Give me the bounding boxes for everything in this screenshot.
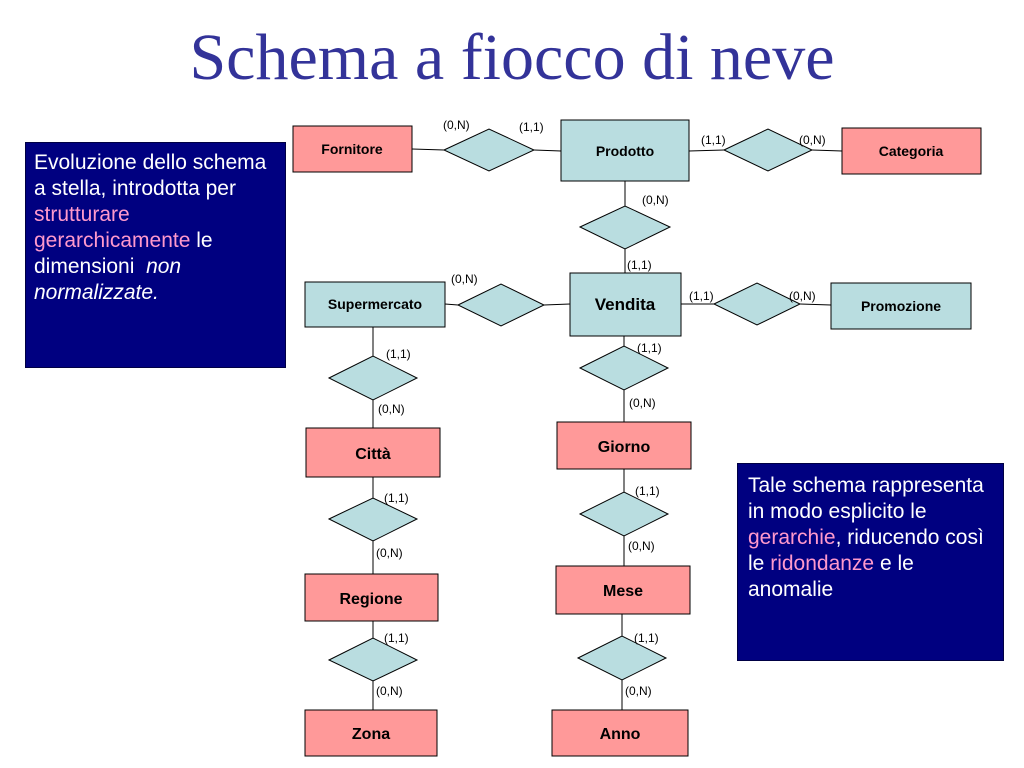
cardinality-label: (0,N) [378, 402, 405, 416]
entity-zona-box [304, 709, 438, 757]
relationship-regione-zona [327, 637, 419, 682]
cardinality-label: (1,1) [627, 258, 652, 272]
right-note-highlight-gerarchie: gerarchie [748, 526, 836, 550]
left-note-highlight: strutturare gerarchicamente [34, 203, 191, 253]
cardinality-label: (0,N) [376, 684, 403, 698]
cardinality-label: (1,1) [386, 347, 411, 361]
cardinality-label: (1,1) [384, 631, 409, 645]
right-note-box: Tale schema rappresenta in modo esplicit… [737, 463, 1004, 661]
entity-supermercato-label: Supermercato [328, 296, 422, 312]
left-note-italic: non normalizzate. [34, 255, 182, 305]
left-note-text-2: le dimensioni [34, 229, 213, 279]
entity-anno-box [551, 709, 689, 757]
cardinality-label: (1,1) [689, 289, 714, 303]
entity-regione-label: Regione [339, 591, 402, 608]
cardinality-label: (0,N) [451, 272, 478, 286]
cardinality-labels: (0,N) (1,1) (1,1) (0,N) (0,N) (1,1) (0,N… [376, 118, 826, 698]
entity-citta-label: Città [355, 446, 391, 463]
cardinality-label: (1,1) [701, 133, 726, 147]
entity-giorno-box [556, 421, 692, 470]
right-note-highlight-ridondanze: ridondanze [770, 552, 875, 576]
relationship-vendita-promozione [712, 282, 802, 326]
relationship-supermercato-citta [327, 355, 419, 401]
cardinality-label: (0,N) [376, 546, 403, 560]
connector-lines [372, 148, 843, 710]
cardinality-label: (0,N) [642, 193, 669, 207]
relationship-fornitore-prodotto [442, 128, 536, 172]
cardinality-label: (1,1) [634, 631, 659, 645]
cardinality-label: (1,1) [637, 341, 662, 355]
entity-fornitore-label: Fornitore [321, 141, 383, 157]
entity-supermercato-box [304, 281, 446, 328]
right-note-text-2: , riducendo così le [748, 526, 984, 576]
entity-zona-label: Zona [352, 726, 390, 743]
relationship-diamonds [327, 128, 814, 682]
relationship-mese-anno [576, 635, 668, 681]
relationship-vendita-giorno [578, 345, 670, 391]
cardinality-label: (0,N) [789, 289, 816, 303]
entity-labels: Fornitore Prodotto Categoria Supermercat… [321, 141, 943, 743]
cardinality-label: (1,1) [519, 120, 544, 134]
relationship-citta-regione [327, 497, 419, 542]
relationship-supermercato-vendita [456, 283, 546, 327]
cardinality-label: (0,N) [629, 396, 656, 410]
entity-citta-box [305, 427, 441, 478]
cardinality-label: (0,N) [443, 118, 470, 132]
entity-prodotto-box [560, 119, 690, 182]
entity-promozione-label: Promozione [861, 298, 941, 314]
left-note-box: Evoluzione dello schema a stella, introd… [25, 142, 286, 368]
entity-vendita-label: Vendita [595, 295, 656, 314]
cardinality-label: (0,N) [628, 539, 655, 553]
entity-categoria-label: Categoria [879, 143, 944, 159]
left-note-text-1: Evoluzione dello schema a stella, introd… [34, 151, 267, 201]
entity-vendita-box [569, 272, 682, 337]
slide-title: Schema a fiocco di neve [189, 21, 835, 94]
cardinality-label: (0,N) [799, 133, 826, 147]
cardinality-label: (1,1) [384, 491, 409, 505]
entity-prodotto-label: Prodotto [596, 143, 654, 159]
entity-mese-label: Mese [603, 583, 643, 600]
entity-mese-box [555, 565, 691, 615]
entity-giorno-label: Giorno [598, 439, 651, 456]
entity-regione-box [304, 573, 439, 622]
relationship-prodotto-categoria [722, 128, 814, 172]
relationship-giorno-mese [578, 491, 670, 537]
relationship-prodotto-vendita [578, 205, 672, 250]
right-note-text-1: Tale schema rappresenta in modo esplicit… [748, 474, 984, 524]
entity-anno-label: Anno [600, 726, 641, 743]
cardinality-label: (1,1) [635, 484, 660, 498]
entity-fornitore-box [292, 125, 413, 173]
cardinality-label: (0,N) [625, 684, 652, 698]
entity-categoria-box [841, 127, 982, 175]
entity-promozione-box [830, 282, 972, 330]
right-note-text-3: e le anomalie [748, 552, 914, 602]
entity-boxes [292, 119, 982, 757]
